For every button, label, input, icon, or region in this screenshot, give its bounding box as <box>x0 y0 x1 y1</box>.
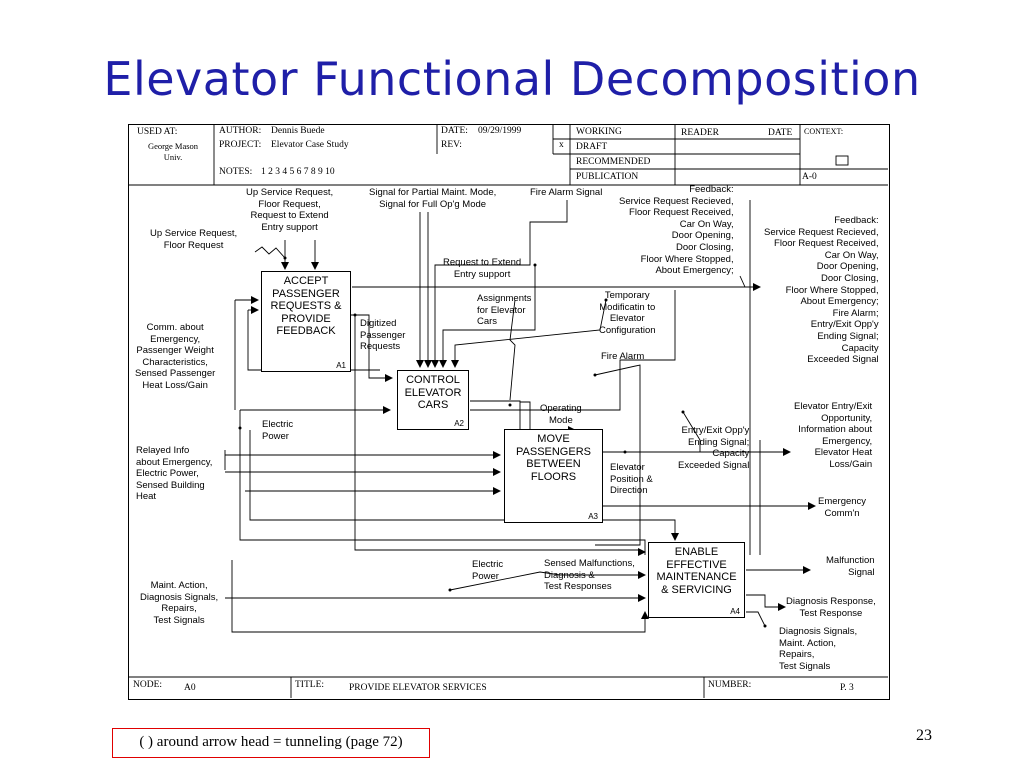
activity-a1-id: A1 <box>336 361 346 370</box>
used-at-value: George Mason Univ. <box>147 141 199 162</box>
date-label: DATE: <box>441 126 468 136</box>
author-value: Dennis Buede <box>271 126 325 136</box>
status-recommended: RECOMMENDED <box>576 157 651 167</box>
activity-a4-id: A4 <box>730 607 740 616</box>
activity-a2-id: A2 <box>454 419 464 428</box>
label-diagnosis-response: Diagnosis Response,Test Response <box>786 596 876 619</box>
date-value: 09/29/1999 <box>478 126 522 136</box>
project-label: PROJECT: <box>219 140 262 150</box>
label-feedback-mid: Feedback:Service Request Recieved,Floor … <box>619 184 734 277</box>
tunneling-note: ( ) around arrow head = tunneling (page … <box>112 728 430 758</box>
status-draft: DRAFT <box>576 142 608 152</box>
number-label: NUMBER: <box>708 680 752 690</box>
label-up-service-left: Up Service Request,Floor Request <box>150 228 238 251</box>
activity-a3-id: A3 <box>588 512 598 521</box>
node-value: A0 <box>184 683 196 693</box>
used-at-label: USED AT: <box>137 127 178 137</box>
page-number: 23 <box>916 727 932 744</box>
label-diagnosis-signals-out: Diagnosis Signals,Maint. Action,Repairs,… <box>779 626 858 672</box>
label-sensed-malfunctions: Sensed Malfunctions,Diagnosis &Test Resp… <box>544 558 635 593</box>
label-feedback-right: Feedback:Service Request Recieved,Floor … <box>764 215 879 366</box>
project-value: Elevator Case Study <box>271 140 349 150</box>
label-fire-alarm-signal: Fire Alarm Signal <box>530 187 603 198</box>
node-label: NODE: <box>133 680 163 690</box>
number-value: P. 3 <box>840 683 854 693</box>
title-label: TITLE: <box>295 680 325 690</box>
status-publication: PUBLICATION <box>576 172 639 182</box>
label-fire-alarm: Fire Alarm <box>601 351 645 362</box>
slide-title: Elevator Functional Decomposition <box>103 52 921 106</box>
title-value: PROVIDE ELEVATOR SERVICES <box>349 683 487 693</box>
label-signal-partial: Signal for Partial Maint. Mode,Signal fo… <box>369 187 497 210</box>
label-up-service-top: Up Service Request,Floor Request,Request… <box>246 187 334 233</box>
author-label: AUTHOR: <box>219 126 262 136</box>
idef0-frame <box>128 124 890 700</box>
notes-value: 1 2 3 4 5 6 7 8 9 10 <box>261 167 335 177</box>
reader-date-label: DATE <box>768 128 793 138</box>
reader-label: READER <box>681 128 719 138</box>
context-node: A-0 <box>802 172 817 182</box>
notes-label: NOTES: <box>219 167 253 177</box>
label-maint-action-left: Maint. Action,Diagnosis Signals,Repairs,… <box>140 580 219 626</box>
rev-label: REV: <box>441 140 462 150</box>
context-label: CONTEXT: <box>804 127 844 136</box>
draft-mark: x <box>559 140 564 150</box>
status-working: WORKING <box>576 127 622 137</box>
